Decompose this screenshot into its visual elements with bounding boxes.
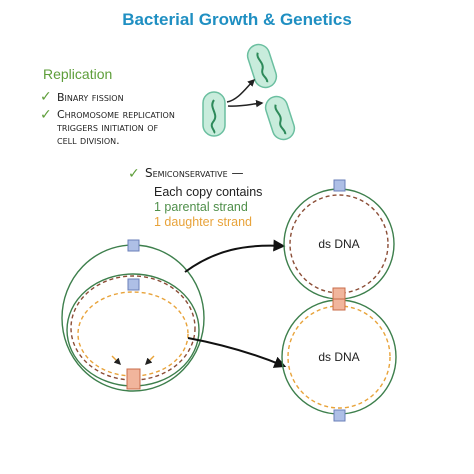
ds-dna-label-bottom: ds DNA	[318, 350, 359, 364]
cell-division-text: cell division.	[57, 134, 120, 147]
daughter-strand-text: 1 daughter strand	[154, 215, 252, 229]
check-icon: ✓	[40, 89, 52, 105]
semiconservative-heading: Semiconservative —	[145, 166, 243, 180]
division-arrow-bottom	[227, 99, 264, 108]
division-arrow-top	[226, 78, 256, 103]
origin-marker-daughter-bottom	[333, 409, 346, 422]
terminus-marker-daughter-bottom	[332, 298, 346, 311]
bacterium-daughter-top-illustration	[246, 43, 278, 89]
replication-heading: Replication	[43, 66, 112, 82]
arrow-to-top-daughter	[184, 239, 286, 273]
each-copy-text: Each copy contains	[154, 185, 262, 199]
origin-marker-daughter-top	[333, 179, 346, 192]
bacterium-daughter-bottom-illustration	[264, 95, 296, 141]
chromosome-replication-text: Chromosome replication	[57, 108, 175, 121]
check-icon: ✓	[128, 166, 140, 182]
triggers-initiation-text: triggers initiation of	[56, 121, 159, 134]
bacterium-parent-illustration	[202, 91, 226, 137]
origin-marker-inner	[127, 278, 140, 291]
page-title: Bacterial Growth & Genetics	[122, 10, 352, 29]
arrow-to-bottom-daughter	[187, 337, 287, 368]
terminus-marker	[126, 368, 141, 390]
binary-fission-text: Binary fission	[57, 91, 124, 104]
ds-dna-label-top: ds DNA	[318, 237, 359, 251]
origin-marker-top	[127, 239, 140, 252]
parental-strand-text: 1 parental strand	[154, 200, 248, 214]
check-icon: ✓	[40, 107, 52, 123]
terminus-marker-daughter-top	[332, 287, 346, 300]
